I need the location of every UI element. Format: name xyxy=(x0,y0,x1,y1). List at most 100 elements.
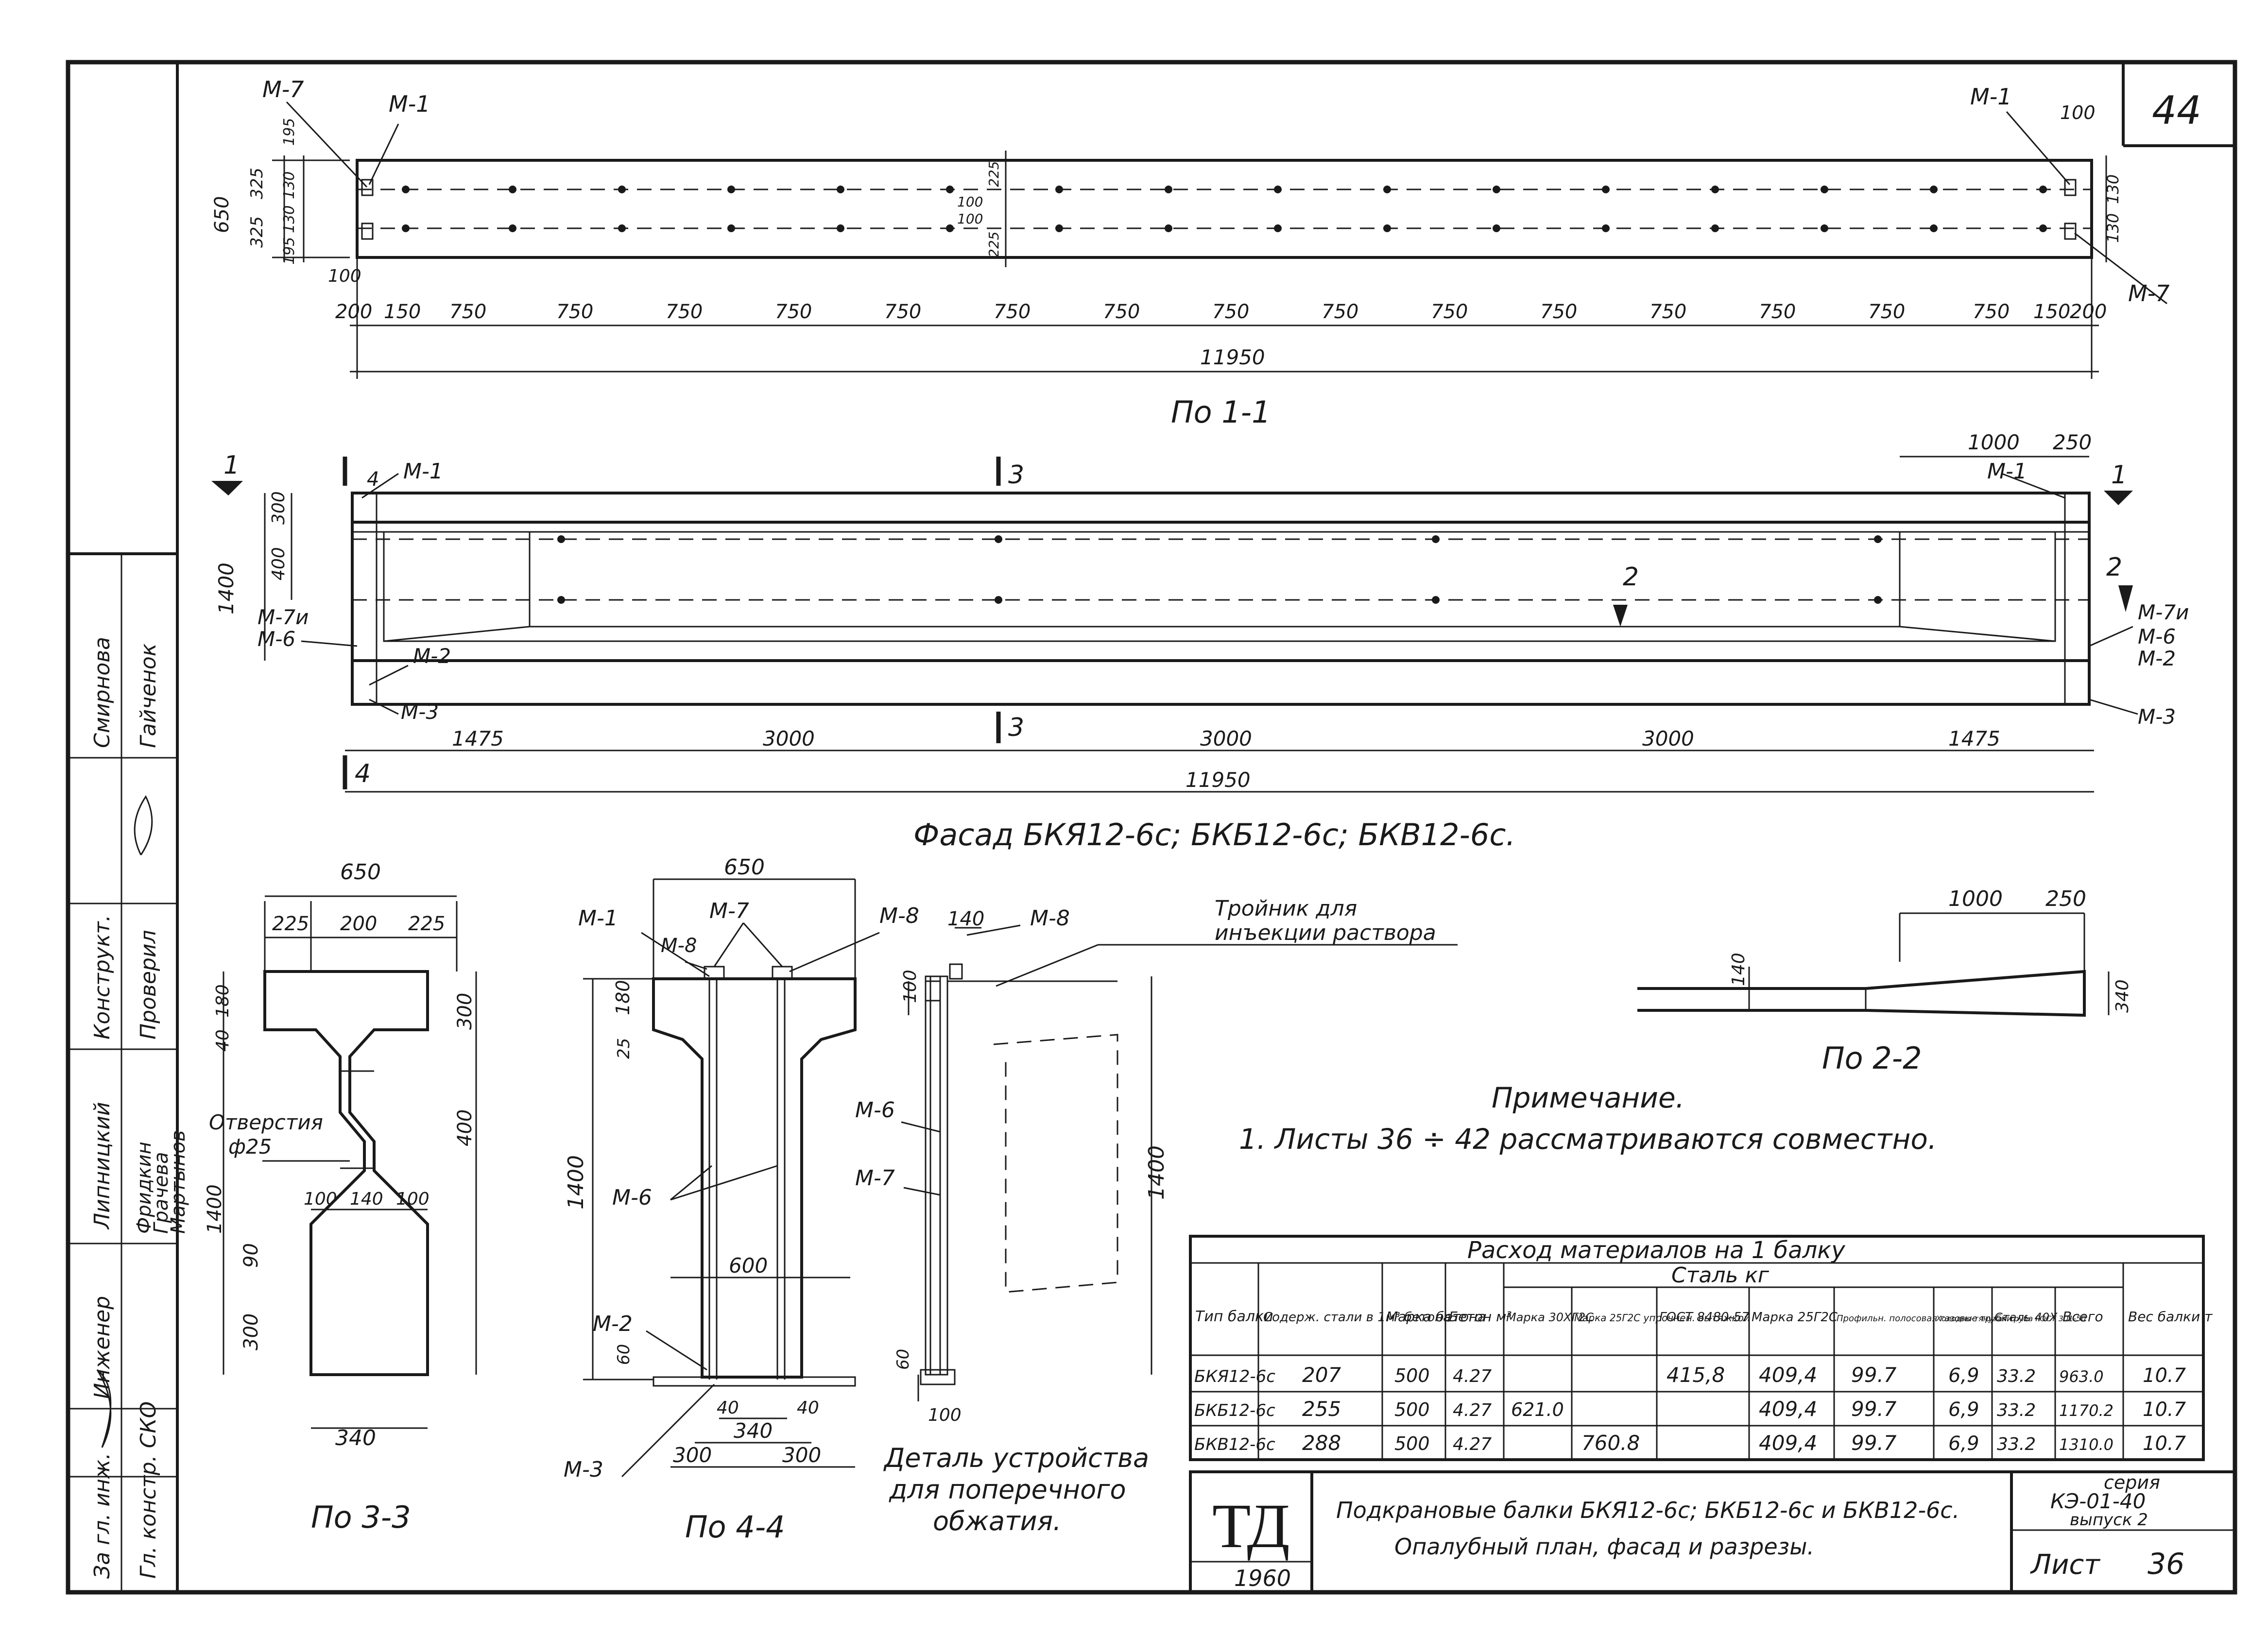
issue-value: выпуск 2 xyxy=(2070,1510,2148,1530)
stamp-letters: ТД xyxy=(1212,1491,1290,1561)
detail-label-m6: М-6 xyxy=(855,1098,895,1123)
plan-space-14: 750 xyxy=(1759,301,1796,323)
side-role-4: Липницкий xyxy=(90,1102,115,1230)
facade-title: Фасад БКЯ12-6с; БКБ12-6с; БКВ12-6с. xyxy=(913,817,1515,852)
detail-dim-1400: 1400 xyxy=(1144,1145,1169,1200)
plan-dim-130-right-b: 130 xyxy=(2104,213,2122,243)
plan-space-15: 750 xyxy=(1868,301,1905,323)
detail-view xyxy=(901,924,1458,1401)
r0-c3: 4.27 xyxy=(1453,1366,1492,1386)
section-4-4-outline xyxy=(652,977,857,1379)
facade-label-m1: М-1 xyxy=(403,459,443,484)
plan-dim-130-right-a: 130 xyxy=(2104,174,2122,204)
facade-dim-400: 400 xyxy=(269,547,289,580)
signature xyxy=(134,795,153,855)
section-mark-4-top: 4 xyxy=(367,468,379,491)
s44-dim-40b: 40 xyxy=(797,1398,819,1418)
s33-dim-300-right: 300 xyxy=(454,993,476,1030)
plan-spacing-labels: 200 150 750 750 750 750 750 750 750 750 … xyxy=(335,301,2107,323)
th-30xg2c: Марка 30ХГ2С xyxy=(1506,1311,1594,1324)
r2-c8: 99.7 xyxy=(1851,1431,1897,1455)
section-mark-3-top: 3 xyxy=(1008,460,1024,490)
plan-label-m7: М-7 xyxy=(262,76,304,102)
plan-space-5: 750 xyxy=(775,301,812,323)
s33-web-100a: 100 xyxy=(304,1189,337,1209)
title-block xyxy=(1189,1470,2236,1594)
th-steel-per-m3: Содерж. стали в 1м³ бетона xyxy=(1263,1310,1451,1325)
r0-c1: 207 xyxy=(1302,1363,1341,1387)
r0-c7: 409,4 xyxy=(1759,1363,1817,1387)
section-2-2-view xyxy=(1637,912,2110,1017)
plan-dim-195a: 195 xyxy=(281,118,298,146)
plan-mid-100b: 100 xyxy=(957,211,983,227)
plan-plate-m1-right xyxy=(2064,179,2077,196)
detail-dim-60: 60 xyxy=(893,1349,913,1370)
s22-dim-250: 250 xyxy=(2045,886,2086,911)
plan-dim-130b: 130 xyxy=(281,205,298,233)
section-mark-1-right: 1 xyxy=(2111,460,2127,490)
detail-title-2: для поперечного xyxy=(889,1474,1126,1505)
section-3-3-view xyxy=(223,895,477,1429)
facade-total: 11950 xyxy=(1186,768,1251,792)
s33-dim-340: 340 xyxy=(335,1426,376,1450)
r2-c12: 10.7 xyxy=(2143,1432,2186,1455)
table-row: БКВ12-6с 288 500 4.27 760.8 409,4 99.7 6… xyxy=(1194,1431,2186,1455)
th-cold: Холодно-тянутая труба ГОСТ 301-50 xyxy=(1936,1314,2086,1323)
r2-c2: 500 xyxy=(1394,1433,1430,1454)
s33-dim-40: 40 xyxy=(213,1029,233,1052)
r2-c10: 33.2 xyxy=(1997,1434,2036,1454)
plan-beam-outline xyxy=(356,159,2093,259)
facade-bay-0: 1475 xyxy=(452,727,504,750)
s44-dim-300b: 300 xyxy=(782,1443,821,1467)
plan-dim-195b: 195 xyxy=(281,237,298,265)
r2-type: БКВ12-6с xyxy=(1194,1435,1275,1454)
plan-dim-325a: 325 xyxy=(247,168,267,199)
facade-bay-2: 3000 xyxy=(1200,727,1252,750)
detail-title-3: обжатия. xyxy=(933,1506,1061,1536)
section-mark-3-bottom: 3 xyxy=(1008,713,1024,742)
facade-label-m7-left: М-7и xyxy=(258,605,309,629)
plan-plate-m7-left xyxy=(361,222,374,240)
s33-hole-dia: ф25 xyxy=(228,1135,272,1159)
detail-dim-100-bottom: 100 xyxy=(928,1405,962,1425)
plan-title: По 1-1 xyxy=(1171,394,1271,430)
r1-c10: 33.2 xyxy=(1997,1400,2036,1420)
facade-label-m7-right: М-7и xyxy=(2138,600,2189,624)
signature-2 xyxy=(96,1369,112,1448)
th-concrete-grade: Марка бетона xyxy=(1386,1309,1486,1325)
r0-c12: 10.7 xyxy=(2143,1364,2186,1387)
s33-dim-1400: 1400 xyxy=(204,1184,226,1234)
s44-label-m1: М-1 xyxy=(578,906,618,931)
s33-web-140: 140 xyxy=(350,1189,383,1209)
sheet-number: 44 xyxy=(2152,88,2201,133)
facade-label-m6-right: М-6 xyxy=(2138,625,2176,648)
s33-dim-225a: 225 xyxy=(272,913,309,935)
table-title: Расход материалов на 1 балку xyxy=(1467,1237,1845,1264)
s33-dim-225b: 225 xyxy=(408,913,445,935)
note-text: 1. Листы 36 ÷ 42 рассматриваются совмест… xyxy=(1239,1123,1937,1156)
side-name-3: Фридкин xyxy=(133,1142,155,1234)
facade-bay-3: 3000 xyxy=(1642,727,1694,750)
plan-label-m1: М-1 xyxy=(389,91,430,117)
side-name-1: Смирнова xyxy=(90,637,115,748)
facade-dim-1400: 1400 xyxy=(214,562,238,614)
plan-space-11: 750 xyxy=(1431,301,1468,323)
r1-c7: 409,4 xyxy=(1759,1397,1817,1421)
plan-plate-m7-right xyxy=(2064,222,2077,240)
side-role-1: За гл. инж. xyxy=(90,1453,115,1579)
s33-dim-180: 180 xyxy=(213,984,233,1018)
s33-hole-label: Отверстия xyxy=(209,1110,323,1134)
plan-space-16: 750 xyxy=(1973,301,2010,323)
section-mark-2-right: 2 xyxy=(2106,553,2122,582)
plan-space-17: 150 xyxy=(2033,301,2070,323)
materials-table xyxy=(1189,1235,2205,1461)
section-3-3-outline xyxy=(263,970,429,1376)
detail-label-m8: М-8 xyxy=(1030,906,1070,931)
s44-dim-40a: 40 xyxy=(717,1398,739,1418)
plan-dim-325b: 325 xyxy=(247,216,267,248)
s44-label-m8b: М-8 xyxy=(879,903,919,928)
facade-label-m2-right: М-2 xyxy=(2138,647,2176,670)
side-name-2: Гайченок xyxy=(136,643,161,748)
r0-c2: 500 xyxy=(1394,1365,1430,1386)
s44-dim-180: 180 xyxy=(612,980,634,1015)
